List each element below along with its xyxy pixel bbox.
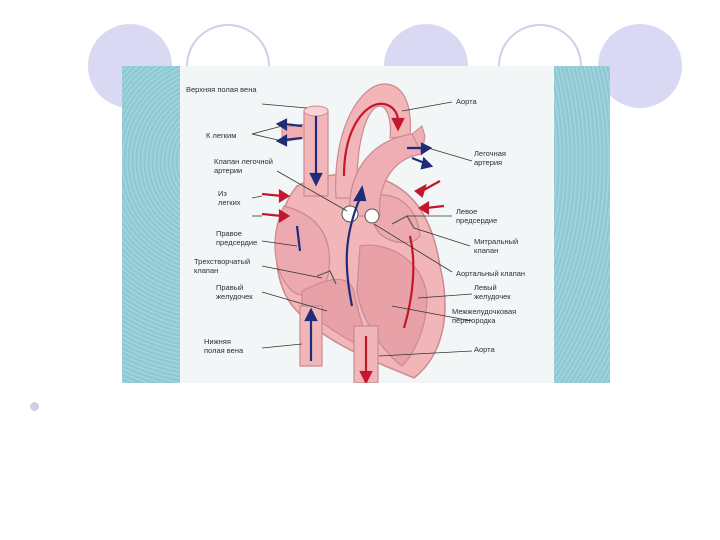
label-mitral-valve: Митральный клапан xyxy=(474,237,519,255)
label-aorta-bottom: Аорта xyxy=(474,345,495,354)
label-left-ventricle: Левый желудочек xyxy=(474,283,511,301)
label-right-ventricle: Правый желудочек xyxy=(216,283,253,301)
label-pulmonary-valve: Клапан легочной артерии xyxy=(214,157,273,175)
arrow-from-lungs-2 xyxy=(261,212,283,218)
arrow-lv-flow xyxy=(402,235,415,329)
label-septum: Межжелудочковая перегородка xyxy=(452,307,517,325)
label-from-lungs: Из легких xyxy=(218,189,241,207)
label-right-atrium: Правое предсердие xyxy=(216,229,258,247)
label-to-lungs: К легким xyxy=(206,131,237,140)
heart-diagram: Верхняя полая вена К легким Клапан легоч… xyxy=(122,66,610,383)
label-tricuspid-valve: Трехстворчатый клапан xyxy=(194,257,251,275)
arrow-rv-up xyxy=(345,197,362,307)
label-aortic-valve: Аортальный клапан xyxy=(456,269,526,278)
arrow-aorta-arch xyxy=(342,102,400,177)
list-bullet xyxy=(30,402,39,411)
label-left-atrium: Левое предсердие xyxy=(456,207,498,225)
arrow-ra-down xyxy=(295,225,302,252)
heart-illustration xyxy=(251,83,473,383)
label-superior-vena-cava: Верхняя полая вена xyxy=(186,85,257,94)
label-inferior-vena-cava: Нижняя полая вена xyxy=(204,337,244,355)
label-aorta-top: Аорта xyxy=(456,97,477,106)
label-pulmonary-artery: Легочная артерия xyxy=(474,149,506,167)
decor-circle-5 xyxy=(598,24,682,108)
arrow-from-lungs-1 xyxy=(261,192,283,198)
tricuspid-valve-mark xyxy=(316,270,337,285)
aortic-valve-mark xyxy=(364,208,380,224)
